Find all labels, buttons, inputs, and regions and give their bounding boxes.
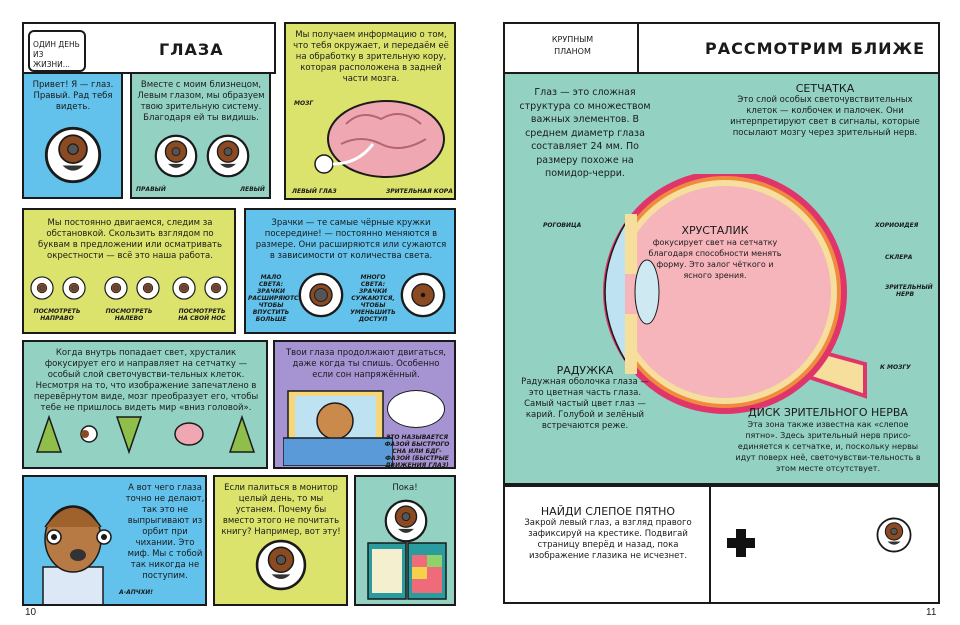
intro-text: Глаз — это сложная структура со множеств…	[519, 87, 651, 179]
iris-title: РАДУЖКА	[556, 364, 614, 377]
panel-sleep: Твои глаза продолжают двигаться, даже ко…	[273, 340, 456, 469]
test-eye-character	[876, 517, 912, 553]
rem-caption: ЭТО НАЗЫВАЕТСЯ ФАЗОЙ БЫСТРОГО СНА ИЛИ БД…	[384, 434, 450, 469]
left-eye-character	[206, 134, 250, 178]
book-illustration	[367, 542, 447, 600]
tired-eye-character	[255, 539, 307, 591]
panel-text: Пока!	[392, 483, 418, 493]
lens-callout: ХРУСТАЛИК фокусирует свет на сетчатку бл…	[645, 224, 785, 281]
label-left-eye: ЛЕВЫЙ ГЛАЗ	[292, 188, 337, 195]
panel-text: Если палиться в монитор целый день, то м…	[221, 483, 341, 537]
lens-text: фокусирует свет на сетчатку благодаря сп…	[648, 238, 782, 280]
optic-disc-callout: ДИСК ЗРИТЕЛЬНОГО НЕРВА Эта зона также из…	[733, 406, 923, 474]
label-visual-cortex: ЗРИТЕЛЬНАЯ КОРА	[386, 188, 453, 195]
page-title: РАССМОТРИМ БЛИЖЕ	[705, 39, 926, 58]
caption-high-light: МНОГО СВЕТА: ЗРАЧКИ СУЖАЮТСЯ, ЧТОБЫ УМЕН…	[350, 274, 396, 323]
blind-spot-test	[709, 485, 940, 604]
narrow-pupil-eye	[400, 272, 446, 318]
eye-anatomy-panel: Глаз — это сложная структура со множеств…	[503, 72, 940, 485]
panel-twins: Вместе с моим близнецом, Левым глазом, м…	[130, 72, 271, 199]
blind-spot-text: Закрой левый глаз, а взгляд правого зафи…	[524, 518, 692, 561]
panel-hello: Привет! Я — глаз. Правый. Рад тебя видет…	[22, 72, 123, 199]
eye-icon	[172, 276, 196, 300]
panel-lens: Когда внутрь попадает свет, хрусталик фо…	[22, 340, 268, 469]
eye-icon	[104, 276, 128, 300]
label-sclera: СКЛЕРА	[885, 254, 913, 261]
day-in-life-tag: ОДИН ДЕНЬ ИЗ ЖИЗНИ...	[28, 30, 86, 72]
sleeping-child-illustration	[283, 390, 393, 466]
label-to-brain: К МОЗГУ	[880, 364, 911, 371]
sneeze-sound: А-АПЧХИ!	[119, 589, 154, 596]
inverted-image-diagram	[35, 414, 256, 455]
label-choroid: ХОРИОИДЕЯ	[875, 222, 919, 229]
eye-cross-section-diagram	[603, 174, 867, 414]
right-eye-character	[154, 134, 198, 178]
panel-text: Твои глаза продолжают двигаться, даже ко…	[285, 348, 447, 380]
closeup-tag: КРУПНЫМ ПЛАНОМ	[503, 22, 640, 74]
label-optic-nerve: ЗРИТЕЛЬНЫЙ НЕРВ	[885, 284, 933, 298]
panel-bye: Пока!	[354, 475, 456, 606]
page-title: ГЛАЗА	[159, 40, 224, 59]
label-brain: МОЗГ	[294, 100, 314, 107]
panel-text: Зрачки — те самые чёрные кружки посереди…	[255, 218, 447, 261]
closeup-label: КРУПНЫМ ПЛАНОМ	[551, 35, 594, 56]
sneezing-boy-illustration	[42, 505, 112, 604]
page-number-left: 10	[25, 607, 37, 618]
eye-icon	[30, 276, 54, 300]
optic-disc-title: ДИСК ЗРИТЕЛЬНОГО НЕРВА	[748, 406, 908, 419]
label-cornea: РОГОВИЦА	[543, 222, 582, 229]
retina-title: СЕТЧАТКА	[795, 82, 855, 95]
iris-callout: РАДУЖКА Радужная оболочка глаза — это цв…	[515, 364, 655, 432]
label-left: ЛЕВЫЙ	[240, 186, 265, 193]
blind-spot-instructions: НАЙДИ СЛЕПОЕ ПЯТНО Закрой левый глаз, а …	[503, 485, 712, 604]
panel-monitor: Если палиться в монитор целый день, то м…	[213, 475, 348, 606]
caption-look-left: ПОСМОТРЕТЬ НАЛЕВО	[105, 308, 153, 322]
dilated-pupil-eye	[298, 272, 344, 318]
brain-illustration	[314, 100, 445, 178]
caption-low-light: МАЛО СВЕТА: ЗРАЧКИ РАСШИРЯЮТСЯ, ЧТОБЫ ВП…	[248, 274, 306, 323]
panel-text: Мы получаем информацию о том, что тебя о…	[293, 30, 449, 84]
iris-text: Радужная оболочка глаза — это цветная ча…	[521, 377, 649, 431]
blind-spot-title: НАЙДИ СЛЕПОЕ ПЯТНО	[540, 505, 676, 518]
cross-icon	[727, 529, 755, 557]
waving-eye-character	[384, 499, 428, 543]
label-right: ПРАВЫЙ	[136, 186, 166, 193]
panel-text: Привет! Я — глаз. Правый. Рад тебя видет…	[32, 80, 114, 112]
left-header: ОДИН ДЕНЬ ИЗ ЖИЗНИ... ГЛАЗА	[22, 22, 276, 74]
optic-disc-text: Эта зона также известна как «слепое пятн…	[735, 420, 921, 473]
panel-text: Когда внутрь попадает свет, хрусталик фо…	[33, 348, 259, 413]
right-header: РАССМОТРИМ БЛИЖЕ	[637, 22, 940, 74]
retina-callout: СЕТЧАТКА Это слой особых светочувствител…	[725, 82, 925, 139]
eye-icon	[136, 276, 160, 300]
panel-text: Вместе с моим близнецом, Левым глазом, м…	[137, 80, 265, 123]
lens-title: ХРУСТАЛИК	[681, 224, 749, 237]
panel-sneeze: А вот чего глаза точно не делают, так эт…	[22, 475, 207, 606]
panel-text: Мы постоянно двигаемся, следим за обстан…	[37, 218, 223, 261]
dream-bubble	[387, 390, 445, 428]
retina-text: Это слой особых светочувствительных клет…	[730, 95, 920, 138]
eyeball-character	[44, 126, 102, 184]
eye-icon	[62, 276, 86, 300]
caption-look-nose: ПОСМОТРЕТЬ НА СВОЙ НОС	[178, 308, 226, 322]
caption-look-right: ПОСМОТРЕТЬ НАПРАВО	[33, 308, 81, 322]
panel-pupils: Зрачки — те самые чёрные кружки посереди…	[244, 208, 456, 334]
blind-spot-callout: НАЙДИ СЛЕПОЕ ПЯТНО Закрой левый глаз, а …	[513, 505, 703, 562]
panel-movement: Мы постоянно двигаемся, следим за обстан…	[22, 208, 236, 334]
page-number-right: 11	[926, 607, 937, 618]
panel-brain: Мы получаем информацию о том, что тебя о…	[284, 22, 456, 200]
panel-text: А вот чего глаза точно не делают, так эт…	[125, 483, 205, 581]
eye-icon	[204, 276, 228, 300]
